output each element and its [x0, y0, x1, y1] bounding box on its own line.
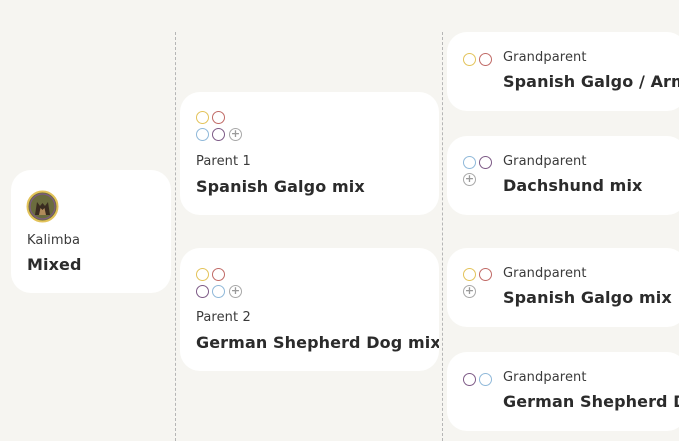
subject-label: Kalimba	[27, 233, 81, 248]
yellow-circle-icon	[463, 268, 476, 281]
plus-circle-icon: +	[463, 284, 476, 298]
blue-circle-icon	[212, 285, 225, 298]
parent-1-card[interactable]: + Parent 1 Spanish Galgo mix	[180, 92, 439, 215]
purple-circle-icon	[463, 373, 476, 386]
grandparent-3-card[interactable]: + Grandparent Spanish Galgo mix	[447, 248, 679, 327]
parent-1-label: Parent 1	[196, 154, 251, 169]
purple-circle-icon	[479, 156, 492, 169]
plus-circle-icon: +	[229, 127, 242, 141]
red-circle-icon	[479, 268, 492, 281]
blue-circle-icon	[479, 373, 492, 386]
grandparent-1-card[interactable]: Grandparent Spanish Galgo / Arm	[447, 32, 679, 111]
yellow-circle-icon	[196, 268, 209, 281]
subject-card[interactable]: Kalimba Mixed	[11, 170, 171, 293]
grandparent-3-value: Spanish Galgo mix	[503, 288, 672, 307]
grandparent-2-label: Grandparent	[503, 154, 587, 169]
grandparent-4-value: German Shepherd Do	[503, 392, 679, 411]
grandparent-2-value: Dachshund mix	[503, 176, 643, 195]
grandparent-4-label: Grandparent	[503, 370, 587, 385]
parent-2-card[interactable]: + Parent 2 German Shepherd Dog mix	[180, 248, 439, 371]
plus-circle-icon: +	[229, 284, 242, 298]
parent-2-label: Parent 2	[196, 310, 251, 325]
red-circle-icon	[212, 111, 225, 124]
yellow-circle-icon	[196, 111, 209, 124]
blue-circle-icon	[463, 156, 476, 169]
yellow-circle-icon	[463, 53, 476, 66]
purple-circle-icon	[212, 128, 225, 141]
grandparent-4-card[interactable]: Grandparent German Shepherd Do	[447, 352, 679, 431]
blue-circle-icon	[196, 128, 209, 141]
red-circle-icon	[212, 268, 225, 281]
parent-2-value: German Shepherd Dog mix	[196, 333, 439, 352]
red-circle-icon	[479, 53, 492, 66]
grandparent-1-label: Grandparent	[503, 50, 587, 65]
subject-value: Mixed	[27, 255, 82, 274]
purple-circle-icon	[196, 285, 209, 298]
grandparent-3-label: Grandparent	[503, 266, 587, 281]
plus-circle-icon: +	[463, 172, 476, 186]
dog-avatar-icon	[26, 190, 59, 223]
generation-divider-1	[175, 32, 176, 441]
grandparent-1-value: Spanish Galgo / Arm	[503, 72, 679, 91]
grandparent-2-card[interactable]: + Grandparent Dachshund mix	[447, 136, 679, 215]
parent-1-value: Spanish Galgo mix	[196, 177, 365, 196]
generation-divider-2	[442, 32, 443, 441]
